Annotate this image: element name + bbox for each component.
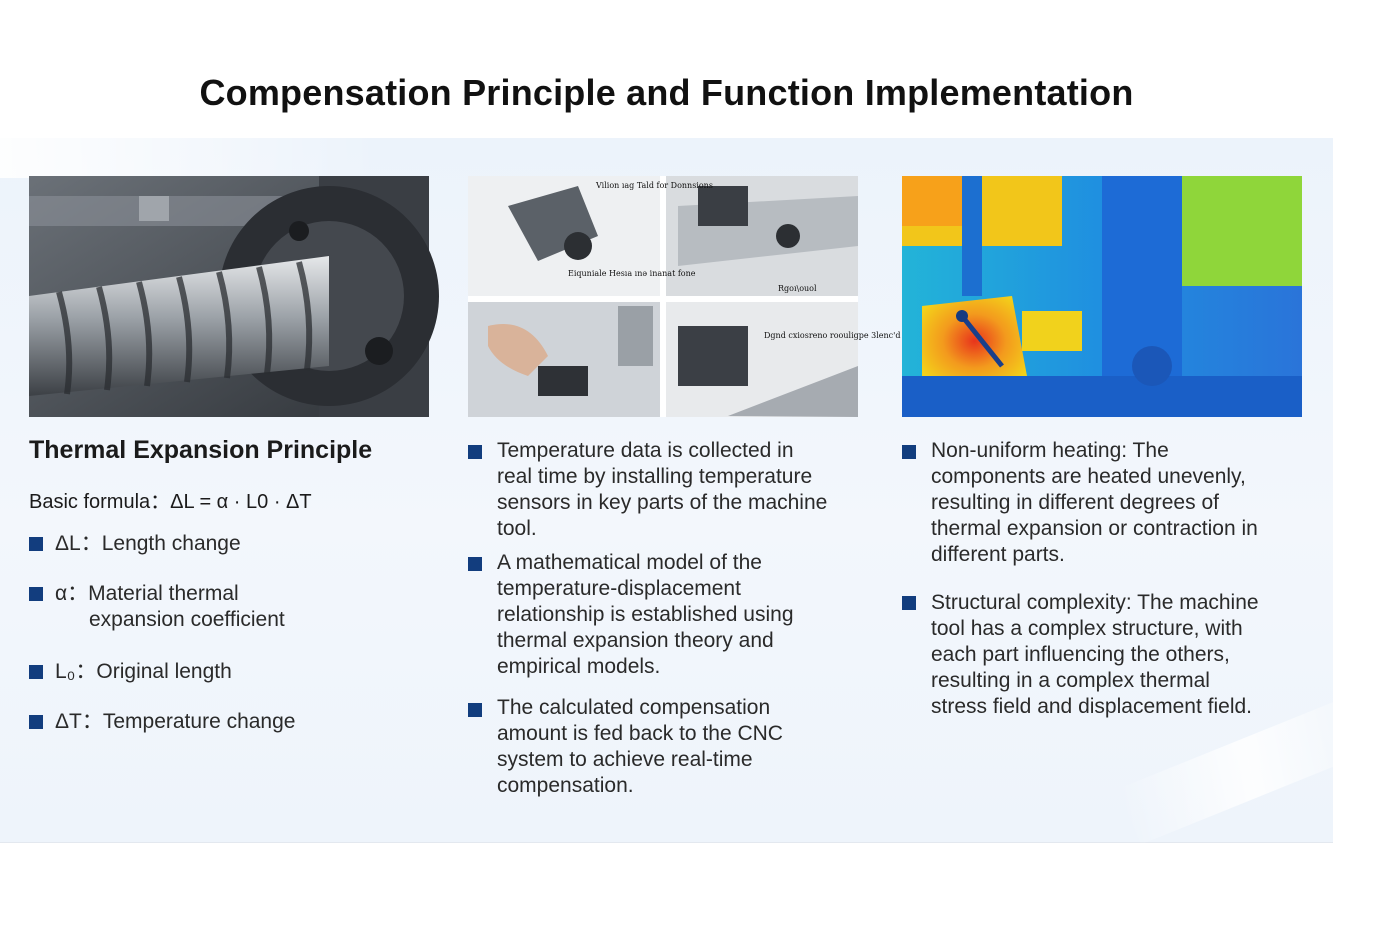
bullet-icon — [468, 703, 482, 717]
band-highlight — [0, 138, 380, 178]
def-delta-l: ΔL：Length change — [55, 532, 241, 555]
bullet-icon — [29, 587, 43, 601]
bullet-icon — [29, 537, 43, 551]
ball-screw-photo — [29, 176, 439, 417]
def-alpha-cont: expansion coefficient — [89, 608, 285, 631]
bullet-icon — [902, 596, 916, 610]
bullet-icon — [29, 715, 43, 729]
sensor-collage-photo: Vilion ıag Tald for Donnsions Eiquniale … — [468, 176, 900, 417]
thermal-image-photo — [902, 176, 1302, 417]
bullet-icon — [902, 445, 916, 459]
def-l0: L₀：Original length — [55, 660, 232, 683]
collage-label-2: Eiquniale Hesıa ınə inanat fone — [568, 269, 696, 278]
collage-label-1: Vilion ıag Tald for Donnsions — [595, 181, 713, 190]
collage-label-4: Dgnd cxiosreno roouligpe 3lenc'd — [764, 331, 900, 340]
collage-label-3: Rgoı\ouol — [778, 284, 817, 293]
ball-screw-illustration — [29, 176, 439, 417]
bullet-icon — [29, 665, 43, 679]
thermal-image-illustration — [902, 176, 1302, 417]
basic-formula: Basic formula：ΔL = α · L0 · ΔT — [29, 491, 312, 513]
sensor-collage-illustration: Vilion ıag Tald for Donnsions Eiquniale … — [468, 176, 900, 417]
page-title: Compensation Principle and Function Impl… — [199, 72, 1134, 113]
def-alpha: α：Material thermal — [55, 582, 239, 605]
bullet-icon — [468, 445, 482, 459]
section-heading: Thermal Expansion Principle — [29, 436, 373, 464]
def-delta-t: ΔT：Temperature change — [55, 710, 296, 733]
bullet-icon — [468, 557, 482, 571]
